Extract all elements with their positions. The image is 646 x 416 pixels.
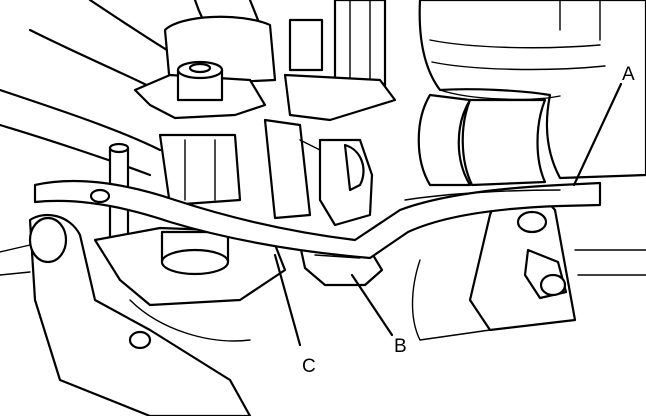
leader-line-c <box>273 253 302 347</box>
lever-bar <box>33 179 602 260</box>
right-mount <box>411 196 646 341</box>
bellows-boot <box>417 0 646 187</box>
upper-bracket <box>133 60 267 207</box>
leader-lines <box>273 82 623 347</box>
callout-label-a: A <box>622 64 635 85</box>
callout-label-b: B <box>394 336 407 357</box>
center-clamp <box>263 73 397 227</box>
lower-frame <box>0 213 252 416</box>
leader-line-a <box>572 82 623 187</box>
leader-line-b <box>350 273 394 337</box>
callout-label-c: C <box>302 356 316 377</box>
